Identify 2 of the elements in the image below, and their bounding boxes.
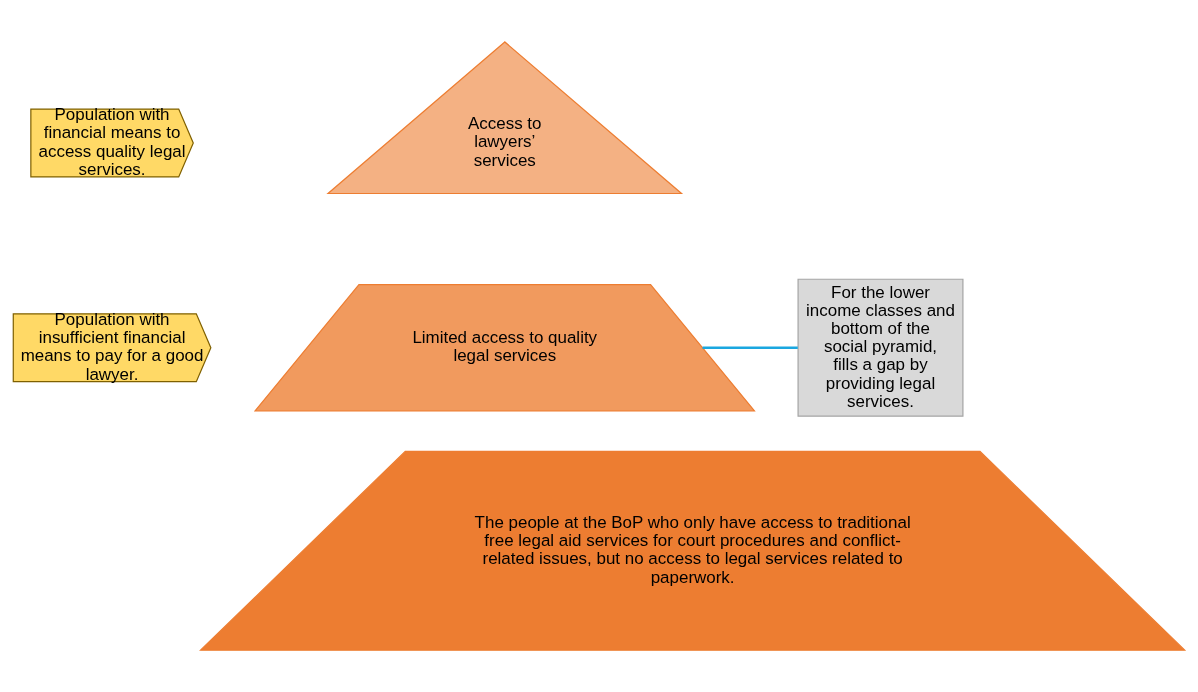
node-box: For the lower income classes and bottom of the social pyramid, fills a gap by providing legal services. [797,278,964,417]
connector [702,346,798,349]
